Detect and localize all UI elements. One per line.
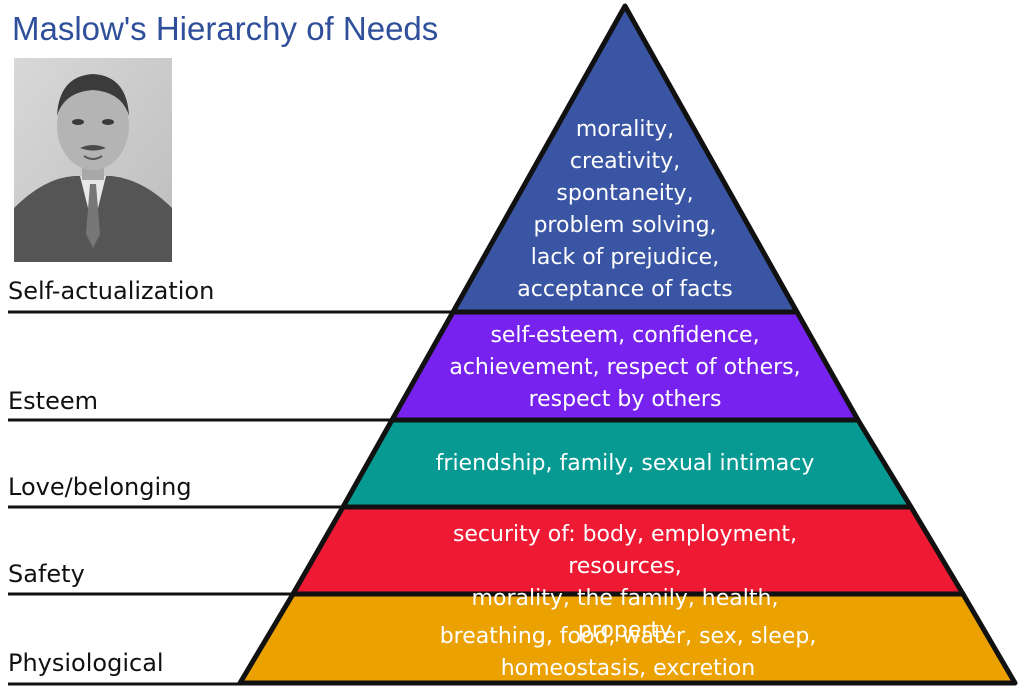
level-love-belonging-text: friendship, family, sexual intimacy (435, 451, 815, 476)
page-title: Maslow's Hierarchy of Needs (12, 10, 439, 47)
label-physiological: Physiological (8, 649, 164, 677)
portrait-photo-icon (14, 58, 172, 262)
label-love-belonging: Love/belonging (8, 473, 192, 501)
level-physiological-shape (237, 591, 1018, 686)
label-self-actualization: Self-actualization (8, 277, 215, 305)
level-esteem-text: self-esteem, confidence, achievement, re… (449, 323, 801, 412)
label-esteem: Esteem (8, 387, 98, 415)
level-self-actualization-text: morality, creativity, spontaneity, probl… (517, 117, 733, 302)
label-lines (8, 310, 455, 686)
label-safety: Safety (8, 560, 85, 588)
level-physiological-text: breathing, food, water, sex, sleep, home… (439, 624, 817, 681)
level-safety-text: security of: body, employment, resources… (452, 522, 798, 643)
